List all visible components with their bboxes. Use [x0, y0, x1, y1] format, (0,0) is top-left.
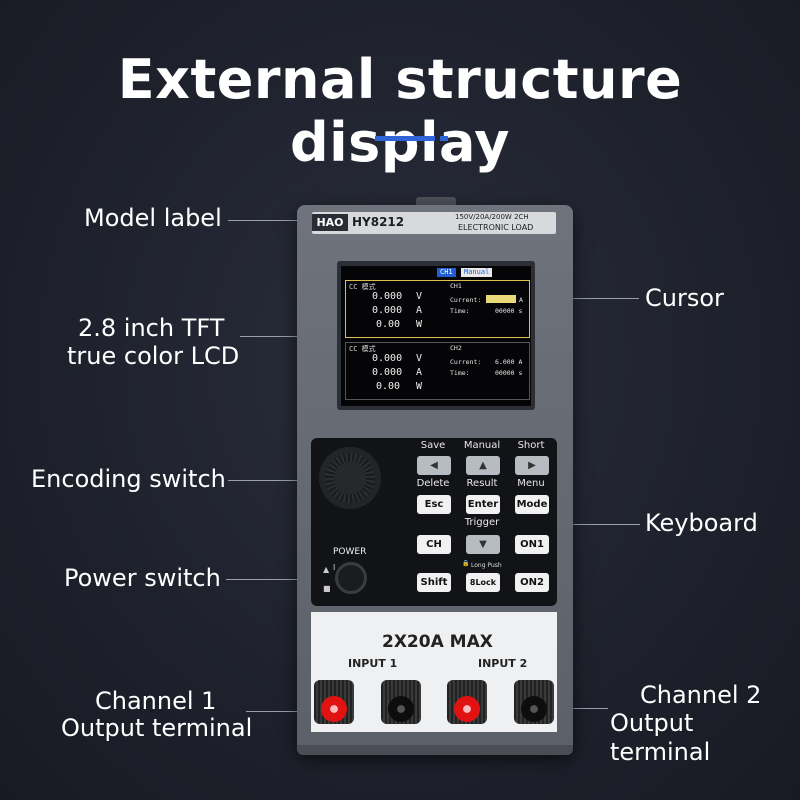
leader-encoding-switch — [228, 480, 324, 481]
ch1-cursor[interactable] — [486, 295, 516, 303]
ch2-current-set: 6.000 A — [495, 358, 523, 366]
ch2-current: 0.000 — [372, 367, 403, 378]
power-label: POWER — [333, 547, 367, 557]
ch1-current-set-unit: A — [519, 296, 523, 304]
ch1-current: 0.000 — [372, 305, 403, 316]
power-switch[interactable] — [335, 562, 367, 594]
callout-encoding-switch: Encoding switch — [31, 465, 226, 493]
ch1-name: CH1 — [450, 282, 462, 290]
input2-label: INPUT 2 — [478, 657, 528, 670]
ch1-time-value: 00000 s — [495, 307, 523, 315]
lock-button[interactable]: 8Lock — [466, 573, 500, 592]
callout-lcd-line2: true color LCD — [67, 342, 240, 370]
screen-tab-channel: CH1 — [437, 268, 456, 277]
right-arrow-button[interactable]: ▶ — [515, 456, 549, 475]
encoding-knob-center — [334, 462, 366, 494]
ch1-power: 0.00 — [376, 319, 401, 330]
ch2-time-value: 00000 s — [495, 369, 523, 377]
callout-channel2-line2: Output terminal — [610, 709, 711, 766]
result-caption: Result — [466, 478, 498, 489]
on2-button[interactable]: ON2 — [515, 573, 549, 592]
ch2-voltage: 0.000 — [372, 353, 403, 364]
lock-label: Lock — [475, 578, 497, 587]
ch2-mode: CC 模式 — [349, 345, 376, 353]
device-handle — [416, 197, 456, 207]
leader-keyboard — [556, 524, 640, 525]
input1-label: INPUT 1 — [348, 657, 398, 670]
title-underline-dot — [440, 136, 448, 141]
leader-lcd — [240, 336, 340, 337]
power-on-icon: ▲ — [323, 565, 330, 574]
manual-caption: Manual — [463, 440, 501, 451]
leader-cursor — [515, 298, 639, 299]
screen-tab-mode: Manual — [461, 268, 493, 277]
down-arrow-button[interactable]: ▼ — [466, 535, 500, 554]
power-on-mark: I — [333, 563, 336, 572]
menu-caption: Menu — [517, 478, 545, 489]
ch2-voltage-unit: V — [416, 353, 423, 364]
spec-line-1: 150V/20A/200W 2CH — [455, 213, 529, 221]
callout-channel1-line1: Channel 1 — [95, 687, 217, 715]
terminal-rating: 2X20A MAX — [382, 632, 493, 652]
down-arrow-icon: ▼ — [479, 539, 487, 550]
callout-cursor: Cursor — [645, 284, 724, 312]
callout-channel1-line2: Output terminal — [61, 714, 253, 742]
up-arrow-icon: ▲ — [479, 460, 487, 471]
spec-line-2: ELECTRONIC LOAD — [458, 223, 534, 232]
ch2-name: CH2 — [450, 344, 462, 352]
ch1-power-unit: W — [416, 319, 423, 330]
callout-power-switch: Power switch — [64, 564, 221, 592]
lock-hint-icon: 🔒 — [462, 560, 470, 567]
on1-button[interactable]: ON1 — [515, 535, 549, 554]
delete-caption: Delete — [416, 478, 450, 489]
ch1-time-label: Time: — [450, 307, 470, 315]
callout-lcd-line1: 2.8 inch TFT — [78, 314, 225, 342]
short-caption: Short — [517, 440, 545, 451]
trigger-caption: Trigger — [464, 517, 500, 528]
callout-channel2-line1: Channel 2 — [640, 681, 762, 709]
title-underline — [375, 136, 435, 141]
ch1-mode: CC 模式 — [349, 283, 376, 291]
ch2-negative-cap — [521, 696, 547, 722]
page-title: External structure display — [117, 48, 683, 174]
callout-keyboard: Keyboard — [645, 509, 758, 537]
brand-logo: HAO — [312, 214, 348, 231]
long-push-note: Long Push — [471, 562, 502, 569]
ch2-power: 0.00 — [376, 381, 401, 392]
enter-button[interactable]: Enter — [466, 495, 500, 514]
ch2-time-label: Time: — [450, 369, 470, 377]
ch2-current-unit: A — [416, 367, 423, 378]
ch1-current-unit: A — [416, 305, 423, 316]
ch1-current-label: Current: — [450, 296, 482, 304]
channel1-panel: CC 模式 CH1 0.000 V 0.000 A 0.00 W Current… — [345, 280, 530, 338]
model-name: HY8212 — [352, 215, 405, 229]
mode-button[interactable]: Mode — [515, 495, 549, 514]
esc-button[interactable]: Esc — [417, 495, 451, 514]
left-arrow-icon: ◀ — [430, 460, 438, 471]
device-base — [297, 745, 573, 755]
ch1-voltage: 0.000 — [372, 291, 403, 302]
callout-model-label: Model label — [84, 204, 222, 232]
ch1-voltage-unit: V — [416, 291, 423, 302]
up-arrow-button[interactable]: ▲ — [466, 456, 500, 475]
ch2-power-unit: W — [416, 381, 423, 392]
lock-prefix: 8 — [469, 578, 476, 587]
save-caption: Save — [420, 440, 446, 451]
leader-power-switch — [226, 579, 338, 580]
left-arrow-button[interactable]: ◀ — [417, 456, 451, 475]
ch-button[interactable]: CH — [417, 535, 451, 554]
right-arrow-icon: ▶ — [528, 460, 536, 471]
ch2-current-label: Current: — [450, 358, 482, 366]
ch2-positive-cap — [454, 696, 480, 722]
leader-model-label — [228, 220, 320, 221]
power-off-icon: ■ — [323, 584, 331, 593]
channel2-panel: CC 模式 CH2 0.000 V 0.000 A 0.00 W Current… — [345, 342, 530, 400]
ch1-positive-cap — [321, 696, 347, 722]
shift-button[interactable]: Shift — [417, 573, 451, 592]
ch1-negative-cap — [388, 696, 414, 722]
model-label-strip — [312, 212, 556, 234]
leader-channel1 — [246, 711, 336, 712]
lcd-screen: CH1 Manual CC 模式 CH1 0.000 V 0.000 A 0.0… — [341, 266, 531, 406]
